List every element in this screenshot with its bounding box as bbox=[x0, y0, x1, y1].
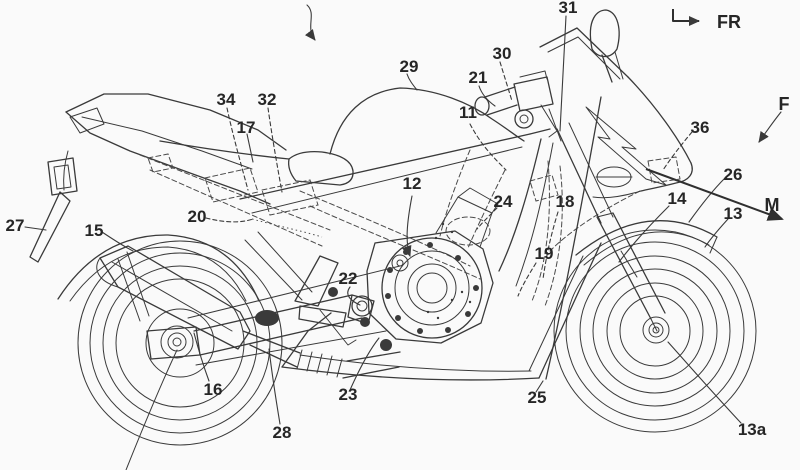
rear-wheel bbox=[77, 240, 283, 470]
leader-line-11 bbox=[469, 123, 507, 171]
windscreen bbox=[539, 27, 629, 78]
part-label-13a: 13a bbox=[738, 420, 767, 439]
leader-line-14 bbox=[618, 205, 670, 263]
fr-direction-arrow bbox=[672, 9, 700, 26]
part-label-28: 28 bbox=[273, 423, 292, 442]
part-label-26: 26 bbox=[724, 165, 743, 184]
part-label-18: 18 bbox=[556, 192, 575, 211]
leader-line-32 bbox=[267, 107, 283, 193]
part-label-12: 12 bbox=[403, 174, 422, 193]
lower-cowl bbox=[281, 242, 602, 381]
front-fork bbox=[556, 122, 666, 332]
part-label-31: 31 bbox=[559, 0, 578, 17]
part-label-16: 16 bbox=[204, 380, 223, 399]
leader-line-34 bbox=[226, 107, 249, 191]
top-reference-arrow bbox=[304, 4, 316, 41]
front-fairing bbox=[539, 27, 693, 380]
fuel-tank bbox=[329, 87, 525, 155]
exhaust bbox=[96, 245, 401, 379]
leader-line-23 bbox=[349, 337, 380, 391]
part-label-29: 29 bbox=[400, 57, 419, 76]
leader-line-13a bbox=[667, 341, 742, 424]
leader-line-13 bbox=[704, 218, 729, 248]
part-label-34: 34 bbox=[217, 90, 236, 109]
part-label-36: 36 bbox=[691, 118, 710, 137]
part-label-13: 13 bbox=[724, 204, 743, 223]
part-label-17: 17 bbox=[237, 118, 256, 137]
direction-labels: FR F M bbox=[717, 12, 790, 215]
leader-line-26 bbox=[688, 177, 726, 223]
part-label-21: 21 bbox=[469, 68, 488, 87]
mudflap-and-license-bracket bbox=[29, 157, 78, 263]
front-wheel bbox=[553, 229, 757, 433]
m-direction-arrow bbox=[645, 168, 784, 221]
case-bolts bbox=[385, 242, 479, 334]
part-label-19: 19 bbox=[535, 244, 554, 263]
part-label-25: 25 bbox=[528, 388, 547, 407]
part-label-30: 30 bbox=[493, 44, 512, 63]
fr-label: FR bbox=[717, 12, 741, 32]
mirror bbox=[589, 9, 624, 83]
leader-arrow-12 bbox=[401, 195, 413, 257]
part-label-24: 24 bbox=[494, 192, 513, 211]
leader-line-16 bbox=[193, 332, 210, 382]
part-label-11: 11 bbox=[459, 103, 477, 122]
frame bbox=[239, 128, 554, 301]
part-label-27: 27 bbox=[6, 216, 25, 235]
f-label: F bbox=[779, 94, 790, 114]
leader-line-27 bbox=[24, 226, 47, 231]
part-label-23: 23 bbox=[339, 385, 358, 404]
seat bbox=[159, 140, 354, 186]
leader-line-24 bbox=[476, 207, 498, 230]
footpeg-bracket bbox=[255, 255, 370, 346]
leader-line-20 bbox=[205, 217, 254, 223]
part-label-20: 20 bbox=[188, 207, 207, 226]
leader-line-30 bbox=[499, 61, 513, 102]
part-label-32: 32 bbox=[258, 90, 277, 109]
leader-line-36 bbox=[662, 131, 693, 171]
steering-assembly bbox=[474, 70, 562, 142]
leader-line-22 bbox=[347, 286, 361, 306]
leader-line-25 bbox=[535, 380, 544, 393]
leader-line-19 bbox=[517, 262, 537, 297]
leader-line-17 bbox=[246, 133, 254, 163]
leader-line-29 bbox=[406, 73, 418, 91]
tail-cowl bbox=[63, 93, 287, 205]
part-label-22: 22 bbox=[339, 269, 358, 288]
engine bbox=[351, 187, 499, 351]
leader-line-31 bbox=[559, 15, 567, 132]
m-label: M bbox=[765, 195, 780, 215]
leader-line-18 bbox=[542, 211, 559, 280]
leader-line-28 bbox=[268, 348, 281, 425]
leader-lines bbox=[24, 15, 742, 425]
part-label-14: 14 bbox=[668, 189, 687, 208]
hidden-internal-components bbox=[139, 149, 641, 320]
leader-line-15 bbox=[101, 231, 134, 252]
part-label-15: 15 bbox=[85, 221, 104, 240]
rear-fender bbox=[57, 234, 260, 322]
f-direction-arrow bbox=[758, 111, 782, 143]
leader-line-21 bbox=[478, 85, 496, 107]
part-labels: 11 12 13 13a 14 15 16 17 18 19 20 21 22 … bbox=[6, 0, 767, 442]
